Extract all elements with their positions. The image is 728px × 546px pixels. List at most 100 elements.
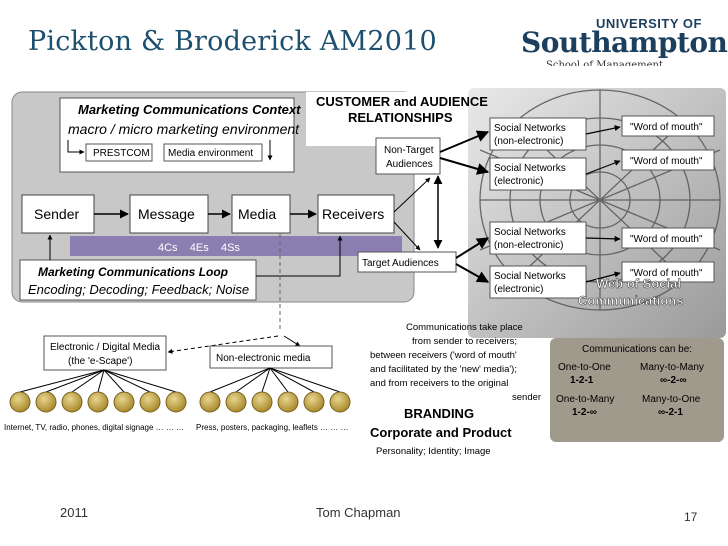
electronic-media-line-1: Electronic / Digital Media [50, 342, 160, 353]
target-audiences-label: Target Audiences [362, 258, 439, 269]
communications-loop-box [19, 259, 257, 301]
branding-detail: Personality; Identity; Image [376, 446, 491, 457]
media-environment-box [163, 143, 263, 162]
channel-arrow [269, 367, 315, 393]
channel-arrow [19, 369, 105, 393]
network-to-wom-arrow [585, 125, 621, 135]
social-network-box [489, 117, 587, 151]
target-to-network-arrow [455, 263, 490, 283]
non-electronic-examples: Press, posters, packaging, leaflets … … … [196, 423, 349, 432]
non-electronic-media-label: Non-electronic media [216, 353, 311, 364]
one-to-one-label: One-to-One [558, 362, 611, 373]
word-of-mouth-box [621, 115, 715, 137]
electronic-media-channels [9, 369, 187, 413]
non-target-line-1: Non-Target [384, 145, 434, 156]
social-network-line-2: (non-electronic) [494, 136, 563, 147]
media-channel-circle [225, 391, 247, 413]
non-electronic-media-channels [199, 367, 351, 413]
web-label-line-2: Communications [578, 293, 683, 308]
channel-arrow [103, 369, 125, 393]
channel-arrow [235, 367, 271, 393]
many-to-one-label: Many-to-One [642, 394, 701, 405]
one-to-many-symbol: 1-2-∞ [572, 407, 597, 418]
media-channel-circle [139, 391, 161, 413]
branding-subtitle: Corporate and Product [370, 425, 512, 440]
media-channel-circle [165, 391, 187, 413]
electronic-examples: Internet, TV, radio, phones, digital sig… [4, 423, 184, 432]
social-network-line-2: (electronic) [494, 284, 543, 295]
word-of-mouth-box [621, 149, 715, 171]
loop-subtitle: Encoding; Decoding; Feedback; Noise [28, 282, 249, 297]
media-box [231, 194, 291, 234]
sender-label: Sender [34, 206, 79, 222]
channel-arrow [269, 367, 289, 393]
branding-title: BRANDING [404, 406, 474, 421]
social-network-box [489, 265, 587, 299]
word-of-mouth-label: "Word of mouth" [630, 122, 703, 133]
media-channel-circle [251, 391, 273, 413]
media-channel-circle [87, 391, 109, 413]
non-target-audiences-box [375, 137, 441, 175]
modes-title: Communications can be: [582, 344, 692, 355]
footer-year: 2011 [60, 505, 88, 520]
context-arrow-left [67, 140, 85, 155]
loop-arrow-receivers [256, 235, 343, 277]
relationships-line-2: RELATIONSHIPS [348, 110, 453, 125]
university-logo-school: School of Management [546, 60, 663, 66]
4cs-4es-4ss-bar [70, 236, 402, 256]
electronic-media-line-2: (the 'e-Scape') [68, 356, 132, 367]
context-title: Marketing Communications Context [78, 102, 301, 117]
social-network-line-1: Social Networks [494, 123, 566, 134]
network-to-wom-arrow [585, 235, 621, 242]
loop-title: Marketing Communications Loop [38, 265, 228, 279]
media-channel-circle [329, 391, 351, 413]
channel-arrow [97, 369, 105, 393]
target-audiences-box [357, 251, 457, 273]
prestcom-box [85, 143, 153, 162]
word-of-mouth-box [621, 227, 715, 249]
many-to-many-symbol: ∞-2-∞ [660, 375, 686, 386]
network-to-wom-arrow [585, 160, 621, 175]
media-channel-circle [9, 391, 31, 413]
university-logo-top: UNIVERSITY OF [596, 16, 702, 31]
media-label: Media [238, 206, 276, 222]
channel-arrow [103, 369, 177, 393]
message-label: Message [138, 206, 195, 222]
communications-line: Communications take place [406, 322, 523, 333]
non-target-line-2: Audiences [386, 159, 433, 170]
many-to-many-label: Many-to-Many [640, 362, 704, 373]
channel-arrow [45, 369, 105, 393]
media-channel-circle [113, 391, 135, 413]
receivers-box [317, 194, 395, 234]
slide-title: Pickton & Broderick AM2010 [28, 26, 437, 57]
communications-line: and from receivers to the original [370, 378, 508, 389]
relationships-label-bg [306, 92, 466, 146]
target-to-network-arrow [455, 237, 490, 259]
receivers-label: Receivers [322, 206, 384, 222]
channel-arrow [103, 369, 151, 393]
network-to-wom-arrow [585, 271, 621, 283]
university-logo-name: Southampton [521, 26, 728, 59]
media-to-electronic-arrow [167, 335, 279, 354]
receivers-to-non-target-arrow [393, 177, 431, 213]
word-of-mouth-label: "Word of mouth" [630, 234, 703, 245]
channel-arrow [209, 367, 271, 393]
web-label-line-1: Web of Social [596, 276, 681, 291]
word-of-mouth-label: "Word of mouth" [630, 156, 703, 167]
channel-arrow [71, 369, 105, 393]
word-of-mouth-label: "Word of mouth" [630, 268, 703, 279]
channel-arrow [269, 367, 341, 393]
non-target-to-network-arrow [439, 157, 490, 175]
social-network-line-1: Social Networks [494, 271, 566, 282]
social-network-line-1: Social Networks [494, 163, 566, 174]
communications-line: between receivers ('word of mouth' [370, 350, 517, 361]
social-network-line-2: (non-electronic) [494, 240, 563, 251]
media-to-non-electronic-arrow [283, 335, 301, 347]
electronic-media-box [43, 335, 167, 371]
page-number: 17 [684, 510, 698, 524]
word-of-mouth-box [621, 261, 715, 283]
media-channel-circle [303, 391, 325, 413]
one-to-many-label: One-to-Many [556, 394, 614, 405]
media-channel-circle [61, 391, 83, 413]
